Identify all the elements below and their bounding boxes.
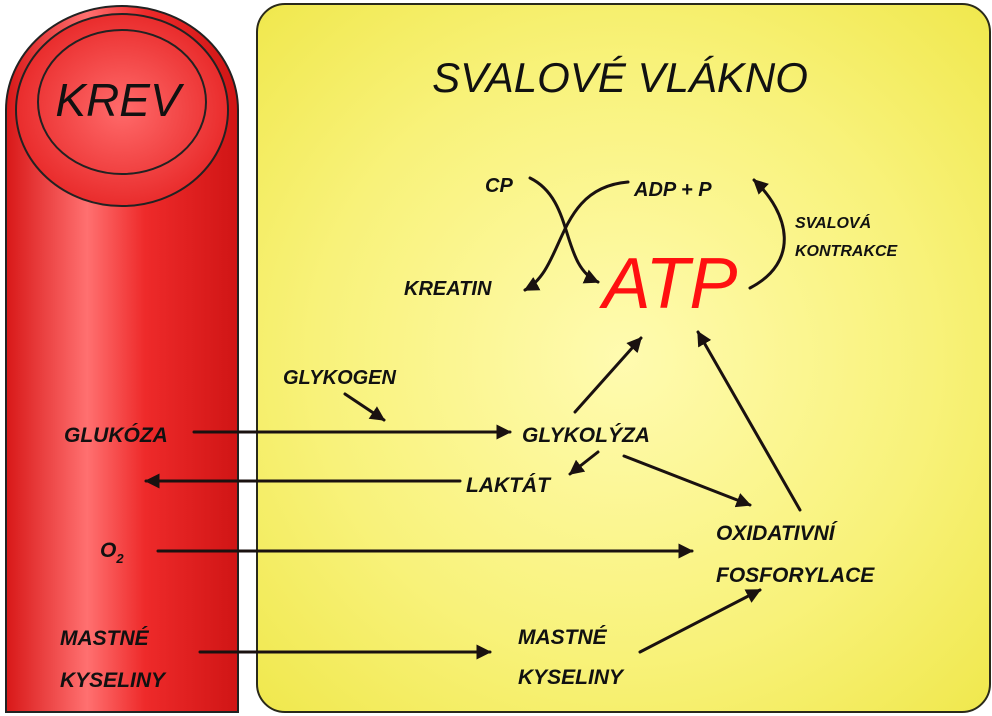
arrow-cp-to-atp [528, 176, 600, 284]
muscle-fatty-acids-line2: KYSELINY [518, 666, 625, 689]
cp-label: CP [485, 175, 513, 197]
blood-fatty-acids-line2: KYSELINY [60, 669, 167, 692]
muscle-fiber-title: SVALOVÉ VLÁKNO [432, 54, 808, 101]
blood-title: KREV [55, 74, 185, 126]
arrow-contraction [748, 178, 786, 290]
oxphos-label-line1: OXIDATIVNÍ [716, 522, 838, 545]
glykolyza-label: GLYKOLÝZA [522, 424, 650, 447]
arrow-glykolyza-to-atp [573, 336, 643, 414]
arrow-glykolyza-to-laktat [568, 450, 600, 476]
muscle-fatty-acids-line1: MASTNÉ [518, 626, 608, 649]
arrow-fa-to-oxphos [638, 588, 762, 654]
glucose-label: GLUKÓZA [64, 423, 168, 447]
blood-fatty-acids-line1: MASTNÉ [60, 627, 150, 650]
glykogen-label: GLYKOGEN [283, 367, 397, 389]
oxygen-subscript: 2 [115, 551, 124, 566]
arrow-glykogen [343, 392, 386, 422]
contraction-label-line2: KONTRAKCE [795, 243, 899, 260]
oxygen-label: O2 [100, 539, 124, 566]
contraction-label-line1: SVALOVÁ [795, 213, 871, 232]
kreatin-label: KREATIN [404, 278, 492, 300]
atp-label: ATP [599, 244, 738, 324]
arrow-adp-to-kreatin [523, 180, 630, 292]
blood-vessel-opening-inner [37, 29, 207, 175]
laktat-label: LAKTÁT [466, 474, 552, 497]
oxygen-base: O [100, 539, 116, 562]
arrow-oxphos-to-atp [696, 330, 802, 512]
arrow-glykolyza-to-oxphos [622, 454, 752, 508]
oxphos-label-line2: FOSFORYLACE [716, 564, 875, 587]
adp-p-label: ADP + P [633, 179, 712, 201]
